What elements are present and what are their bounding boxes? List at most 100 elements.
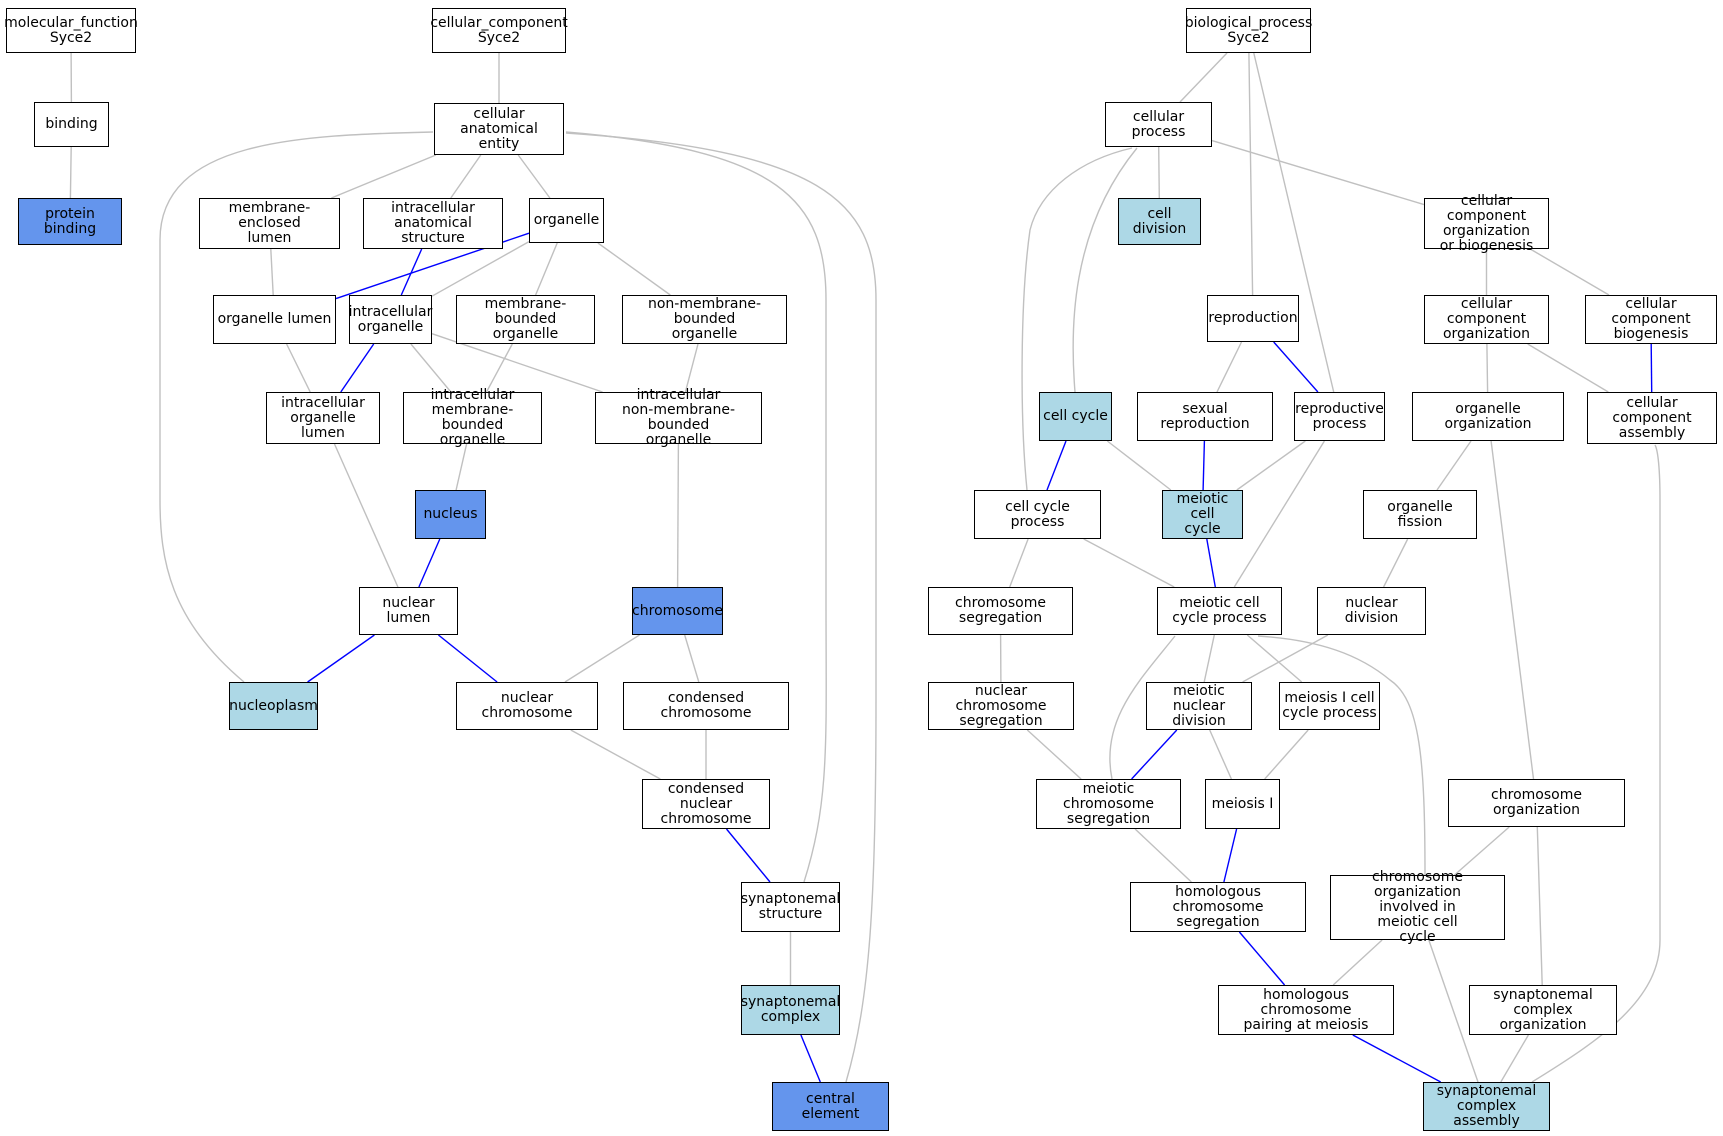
- edge-org-lumen-to-mel: [270, 248, 274, 296]
- edge-ic-org-to-ias: [400, 248, 423, 296]
- edge-ccp-to-cell-cycle: [1046, 440, 1067, 491]
- node-chrom-seg[interactable]: chromosome segregation: [928, 587, 1073, 635]
- node-reproduction[interactable]: reproduction: [1207, 295, 1299, 342]
- edge-nuc-chrom-to-nuc-lumen: [437, 634, 498, 683]
- edge-repro-proc-to-reproduction: [1273, 341, 1319, 393]
- edge-icmbo-to-ic-org: [410, 343, 452, 393]
- node-cca[interactable]: cellular component assembly: [1587, 392, 1717, 444]
- node-syn-struct[interactable]: synaptonemal structure: [741, 882, 840, 932]
- edge-cond-chrom-to-chromosome: [684, 634, 700, 683]
- edge-chrom-seg-to-ccp: [1009, 538, 1029, 588]
- edge-nucleoplasm-to-cae: [159, 131, 434, 683]
- edge-meiosis1-to-m1ccp: [1264, 729, 1309, 780]
- edge-mccp-to-mcc: [1206, 538, 1216, 588]
- node-organelle[interactable]: organelle: [529, 198, 604, 243]
- node-nuc-div[interactable]: nuclear division: [1317, 587, 1426, 635]
- node-mccp[interactable]: meiotic cell cycle process: [1157, 587, 1282, 635]
- node-ccb[interactable]: cellular component biogenesis: [1585, 295, 1717, 344]
- node-ncs[interactable]: nuclear chromosome segregation: [928, 682, 1074, 730]
- node-mbo[interactable]: membrane-bounded organelle: [456, 295, 595, 344]
- edge-mcs-to-mccp: [1109, 635, 1176, 780]
- edge-mcs-to-ncs: [1026, 729, 1082, 780]
- node-nucleus[interactable]: nucleus: [415, 490, 486, 539]
- edge-hcpm-to-coimc: [1332, 939, 1383, 986]
- edge-icol-to-ic-org: [340, 343, 375, 393]
- node-cell-cycle[interactable]: cell cycle: [1039, 392, 1112, 441]
- node-mnd[interactable]: meiotic nuclear division: [1146, 682, 1252, 730]
- node-ccob[interactable]: cellular component organization or bioge…: [1424, 193, 1549, 253]
- node-cae[interactable]: cellular anatomical entity: [434, 103, 564, 155]
- edge-mccp-to-ccp: [1083, 538, 1175, 588]
- node-org-org[interactable]: organelle organization: [1412, 392, 1564, 441]
- node-sex-repro[interactable]: sexual reproduction: [1137, 392, 1273, 441]
- node-syn-complex[interactable]: synaptonemal complex: [741, 985, 840, 1035]
- node-ic-org[interactable]: intracellular organelle: [349, 295, 432, 344]
- edge-mnd-to-mccp: [1203, 634, 1215, 683]
- edge-organelle-to-cae: [517, 154, 551, 199]
- node-mcs[interactable]: meiotic chromosome segregation: [1036, 779, 1181, 829]
- node-icmbo[interactable]: intracellular membrane-bounded organelle: [403, 388, 542, 448]
- node-cond-chrom[interactable]: condensed chromosome: [623, 682, 789, 730]
- node-central-el[interactable]: central element: [772, 1082, 889, 1131]
- edge-cell-div-to-cell-proc: [1158, 146, 1160, 199]
- node-repro-proc[interactable]: reproductive process: [1294, 392, 1385, 441]
- edge-nucleoplasm-to-nuc-lumen: [307, 634, 375, 683]
- node-sca[interactable]: synaptonemal complex assembly: [1423, 1082, 1550, 1131]
- node-cond-nuc-chrom[interactable]: condensed nuclear chromosome: [642, 779, 770, 829]
- node-hcpm[interactable]: homologous chromosome pairing at meiosis: [1218, 985, 1394, 1035]
- edge-mcs-to-mnd: [1131, 729, 1178, 780]
- node-chrom-org[interactable]: chromosome organization: [1448, 779, 1625, 827]
- node-nucleoplasm[interactable]: nucleoplasm: [229, 682, 318, 730]
- edge-chrom-org-to-org-org: [1490, 440, 1535, 780]
- edge-nuc-chrom-to-chromosome: [564, 634, 640, 683]
- node-nmbo[interactable]: non-membrane-bounded organelle: [622, 295, 787, 344]
- node-org-fission[interactable]: organelle fission: [1363, 490, 1477, 539]
- node-cell-proc[interactable]: cellular process: [1105, 102, 1212, 147]
- node-meiosis1[interactable]: meiosis I: [1205, 779, 1280, 829]
- edge-mcc-to-repro-proc: [1236, 440, 1306, 491]
- node-coimc[interactable]: chromosome organization involved in meio…: [1330, 870, 1505, 945]
- node-mf[interactable]: molecular_function Syce2: [4, 8, 138, 53]
- node-hcs[interactable]: homologous chromosome segregation: [1130, 882, 1306, 932]
- node-sco[interactable]: synaptonemal complex organization: [1469, 985, 1617, 1035]
- edge-cell-proc-to-bp: [1179, 52, 1228, 103]
- edge-coimc-to-chrom-org: [1454, 826, 1510, 876]
- edge-m1ccp-to-mccp: [1246, 634, 1303, 683]
- edge-sca-to-cca: [1531, 444, 1661, 1083]
- edge-nmbo-to-organelle: [597, 242, 671, 296]
- node-bp[interactable]: biological_process Syce2: [1185, 8, 1312, 53]
- edge-ccob-to-cell-proc: [1211, 139, 1425, 206]
- node-mcc[interactable]: meiotic cell cycle: [1162, 490, 1243, 539]
- edge-ccb-to-ccob: [1529, 248, 1610, 296]
- edge-syn-struct-to-cae: [565, 131, 827, 883]
- node-org-lumen[interactable]: organelle lumen: [213, 295, 336, 344]
- node-protein-binding[interactable]: protein binding: [18, 198, 122, 245]
- node-m1ccp[interactable]: meiosis I cell cycle process: [1279, 682, 1380, 730]
- node-binding[interactable]: binding: [34, 102, 109, 147]
- node-cell-div[interactable]: cell division: [1118, 198, 1201, 245]
- node-cc[interactable]: cellular_component Syce2: [430, 8, 568, 53]
- edge-icnmbo-to-nmbo: [684, 343, 699, 393]
- node-nuc-lumen[interactable]: nuclear lumen: [359, 587, 458, 635]
- node-chromosome[interactable]: chromosome: [632, 587, 723, 635]
- edge-hcs-to-meiosis1: [1223, 828, 1238, 883]
- edge-reproduction-to-bp: [1248, 52, 1254, 296]
- node-nuc-chrom[interactable]: nuclear chromosome: [456, 682, 598, 730]
- node-icol[interactable]: intracellular organelle lumen: [266, 392, 380, 444]
- edge-cond-nuc-chrom-to-nuc-chrom: [570, 729, 661, 780]
- edge-org-fission-to-org-org: [1436, 440, 1472, 491]
- edge-chromosome-to-icnmbo: [676, 443, 680, 588]
- node-icnmbo[interactable]: intracellular non-membrane-bounded organ…: [595, 388, 762, 448]
- edge-nuc-div-to-org-fission: [1382, 538, 1409, 588]
- edge-mccp-to-repro-proc: [1233, 440, 1325, 588]
- edge-sco-to-chrom-org: [1536, 826, 1543, 986]
- edge-syn-struct-to-cond-nuc-chrom: [725, 828, 771, 883]
- edge-sca-to-sco: [1500, 1034, 1530, 1083]
- node-ccp[interactable]: cell cycle process: [974, 490, 1101, 539]
- node-mel[interactable]: membrane-enclosed lumen: [199, 198, 340, 249]
- node-cco[interactable]: cellular component organization: [1424, 295, 1549, 344]
- node-ias[interactable]: intracellular anatomical structure: [363, 198, 503, 249]
- edge-icmbo-to-mbo: [485, 343, 513, 393]
- edge-coimc-to-mccp: [1257, 635, 1426, 876]
